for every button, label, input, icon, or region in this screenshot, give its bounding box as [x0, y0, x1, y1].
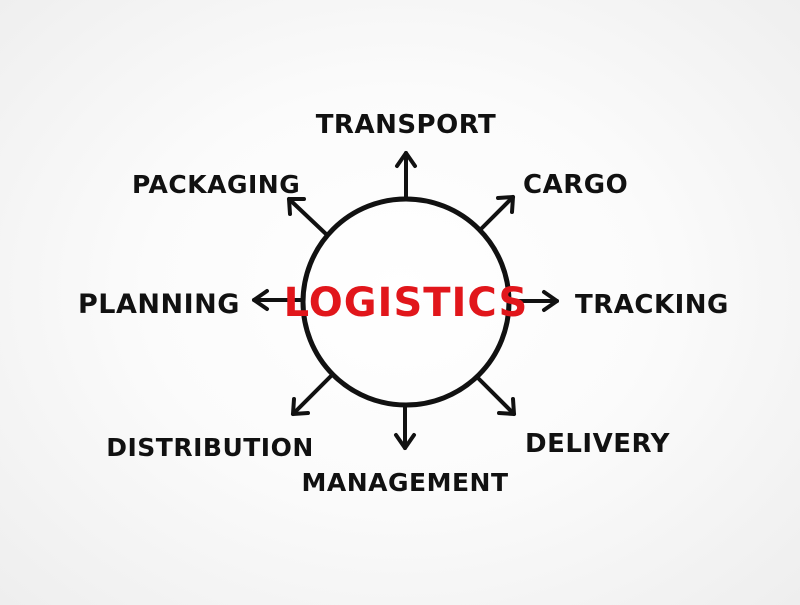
branch-label-planning: PLANNING — [78, 289, 240, 320]
branch-label-delivery: DELIVERY — [525, 429, 671, 459]
arrow-transport — [395, 151, 417, 200]
arrow-management — [394, 404, 416, 450]
arrow-distribution — [291, 373, 334, 416]
arrow-cargo — [478, 195, 515, 232]
branch-label-management: MANAGEMENT — [301, 468, 508, 497]
branch-label-distribution: DISTRIBUTION — [106, 433, 314, 462]
branch-label-packaging: PACKAGING — [132, 170, 300, 199]
arrow-planning — [252, 289, 304, 311]
branch-label-transport: TRANSPORT — [316, 110, 497, 140]
arrow-tracking — [508, 290, 559, 312]
arrow-delivery — [476, 376, 516, 416]
arrow-packaging — [287, 197, 328, 236]
center-label: LOGISTICS — [284, 280, 529, 326]
branch-label-tracking: TRACKING — [575, 290, 729, 320]
branch-label-cargo: CARGO — [523, 170, 628, 200]
